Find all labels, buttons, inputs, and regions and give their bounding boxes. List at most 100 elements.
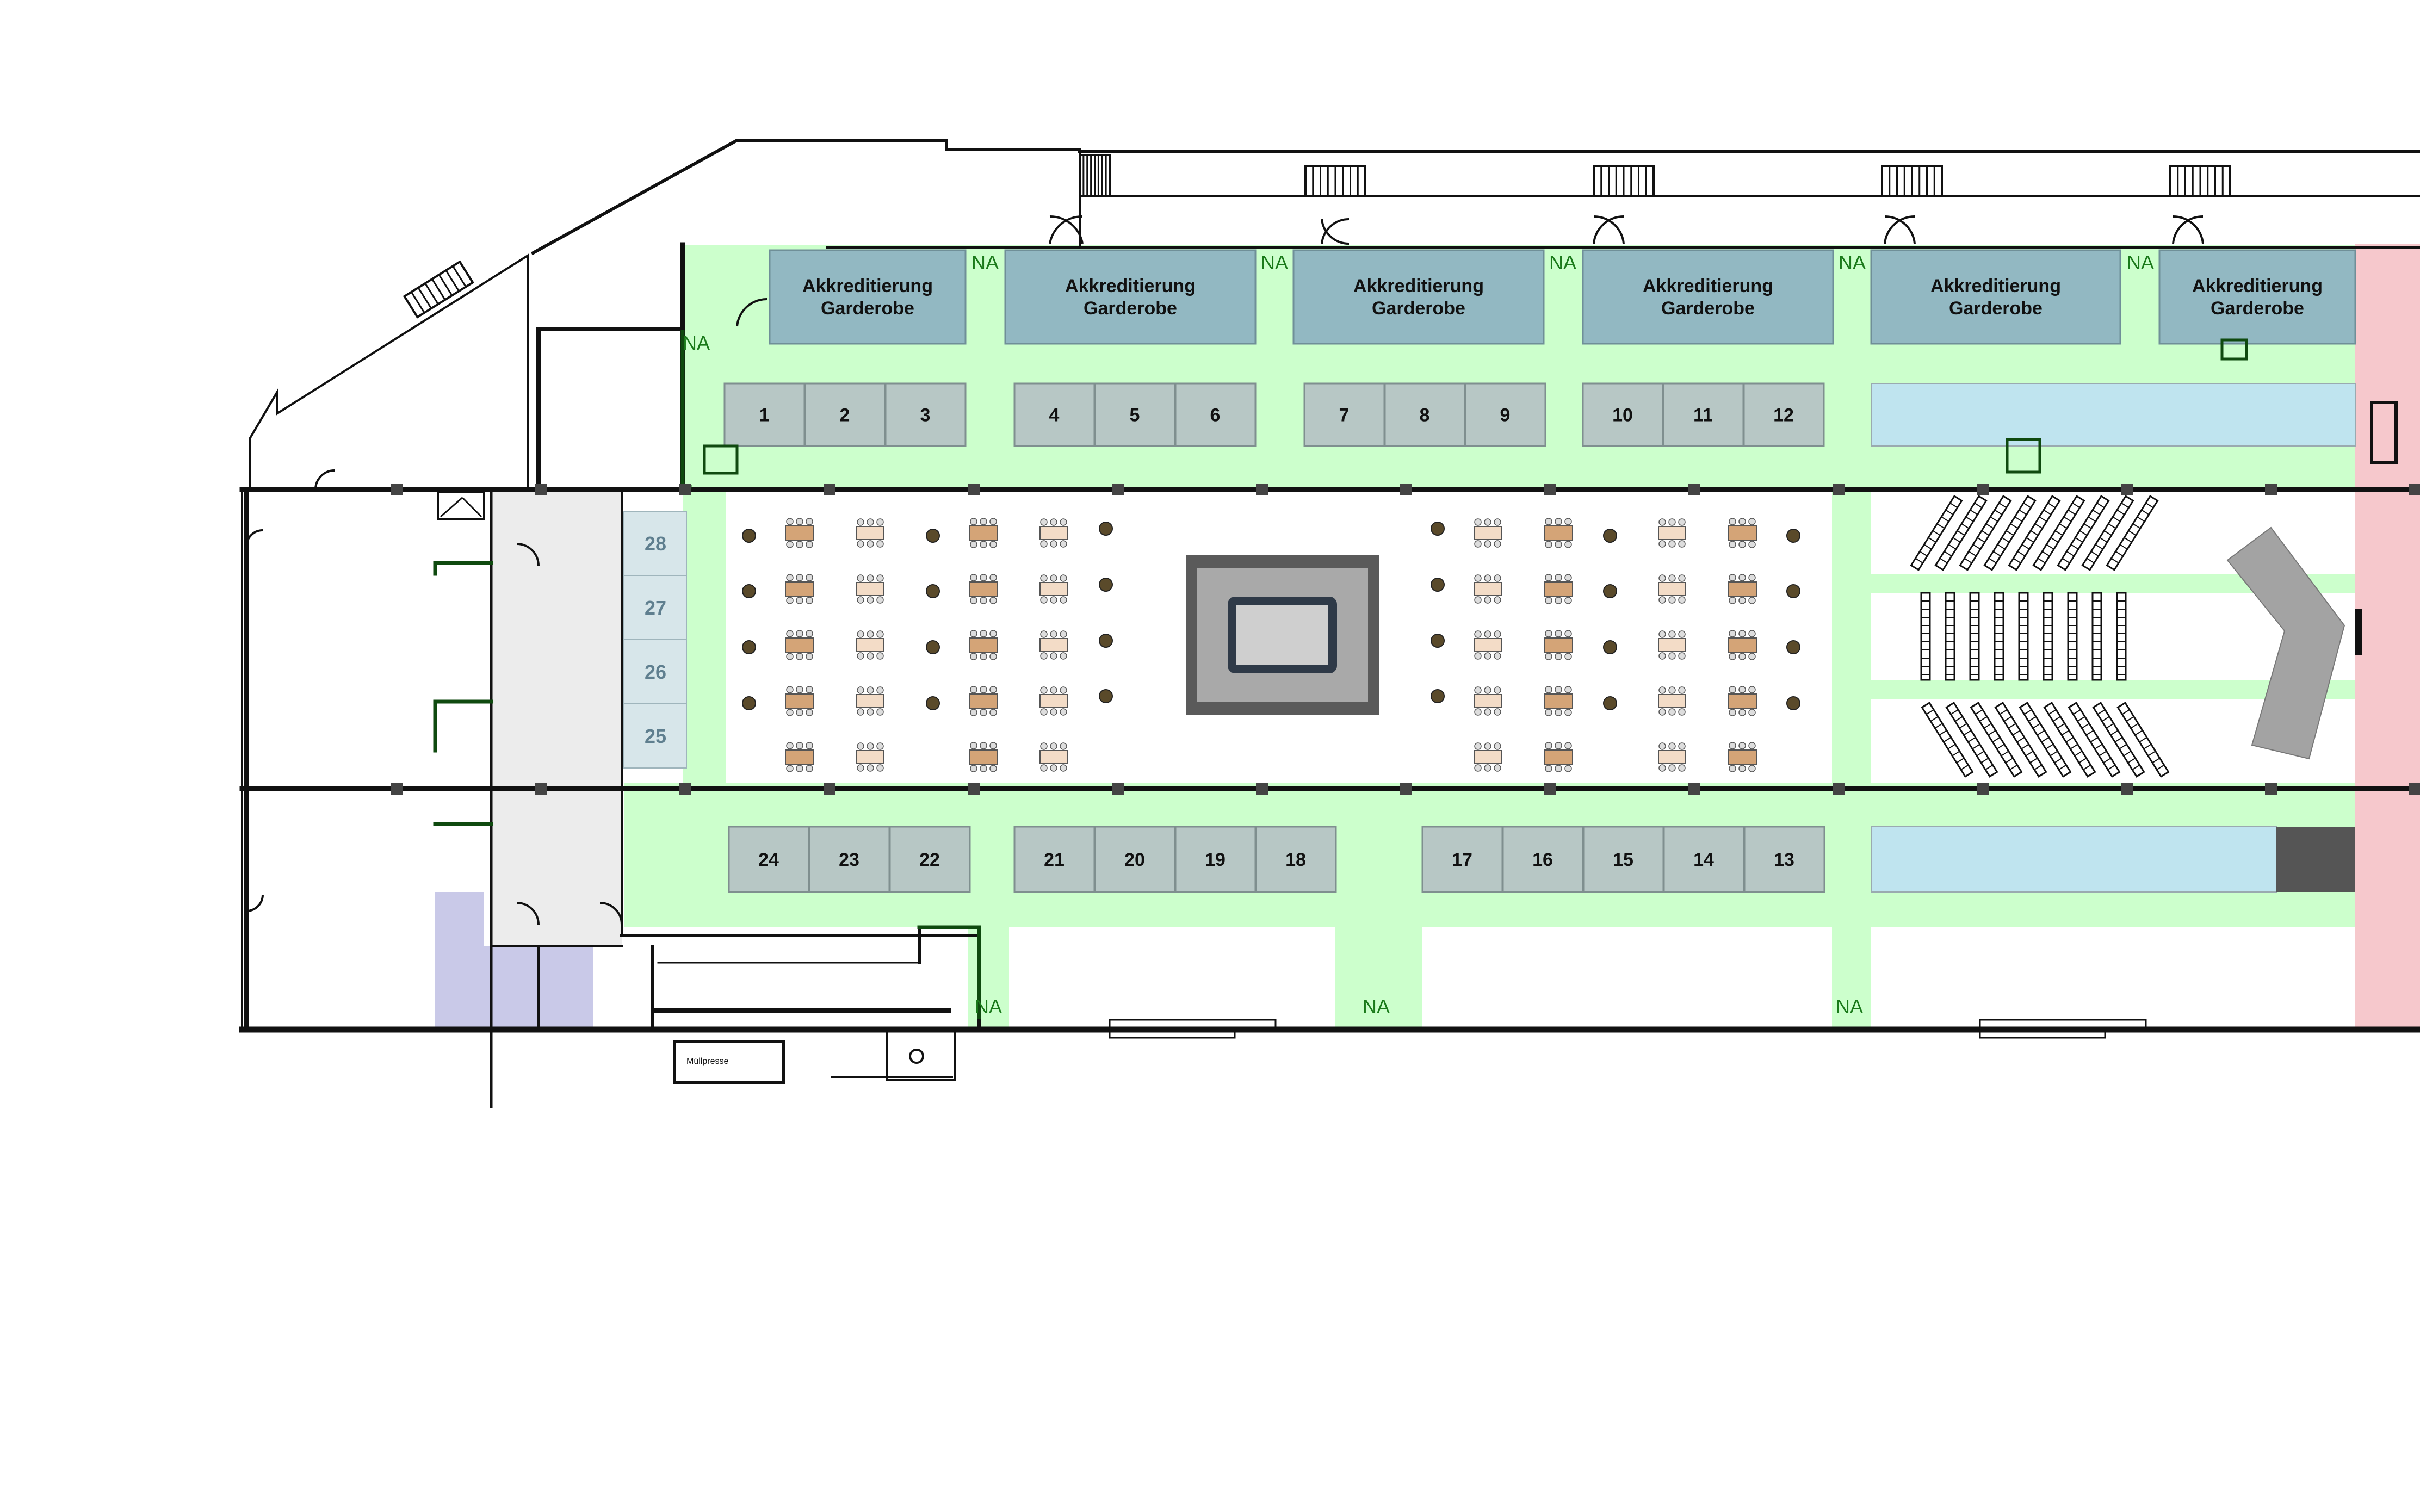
na-label: NA xyxy=(683,332,710,354)
stand-number: 21 xyxy=(1044,850,1064,870)
column xyxy=(679,484,691,495)
dining-table xyxy=(969,686,998,716)
stand-number: 6 xyxy=(1210,405,1221,426)
dining-table xyxy=(1728,574,1757,604)
side-stand[interactable]: 25 xyxy=(623,703,687,769)
stand[interactable]: 21 xyxy=(1013,826,1096,893)
stair xyxy=(403,260,474,319)
stand[interactable]: 20 xyxy=(1094,826,1176,893)
stand[interactable]: 11 xyxy=(1662,382,1744,447)
seat-row xyxy=(1969,592,1980,681)
stand[interactable]: 7 xyxy=(1303,382,1385,447)
dining-table xyxy=(1544,742,1573,772)
stand-number: 23 xyxy=(839,850,859,870)
side-stand[interactable]: 26 xyxy=(623,639,687,704)
stand[interactable]: 10 xyxy=(1582,382,1664,447)
stand[interactable]: 6 xyxy=(1174,382,1257,447)
column xyxy=(1833,484,1845,495)
column xyxy=(391,484,403,495)
dining-table xyxy=(1474,518,1502,548)
column xyxy=(1688,783,1700,795)
stair xyxy=(1079,154,1111,197)
column xyxy=(679,783,691,795)
dining-table xyxy=(1039,518,1068,548)
stand[interactable]: 18 xyxy=(1255,826,1337,893)
seat-row xyxy=(2043,592,2053,681)
booth-label-line2: Garderobe xyxy=(1661,298,1755,319)
seat-row xyxy=(1994,592,2004,681)
walls xyxy=(239,139,2420,1108)
dining-table xyxy=(1544,574,1573,604)
stand[interactable]: 5 xyxy=(1094,382,1176,447)
stand-number: 18 xyxy=(1285,850,1306,870)
seat-row xyxy=(2091,592,2102,681)
stand[interactable]: 9 xyxy=(1464,382,1546,447)
na-label: NA xyxy=(975,995,1002,1018)
dining-table xyxy=(1544,518,1573,548)
stand[interactable]: 1 xyxy=(723,382,806,447)
high-table xyxy=(1099,578,1113,592)
stage-strip xyxy=(2355,244,2420,1030)
high-table xyxy=(1099,522,1113,536)
dining-table xyxy=(785,742,814,772)
stand[interactable]: 2 xyxy=(804,382,886,447)
booth-label-line2: Garderobe xyxy=(1372,298,1465,319)
stand[interactable]: 19 xyxy=(1174,826,1257,893)
high-table xyxy=(1603,640,1617,654)
stair xyxy=(2169,165,2231,197)
stand-number: 25 xyxy=(645,725,666,747)
stand-number: 2 xyxy=(840,405,850,426)
stand[interactable]: 23 xyxy=(808,826,890,893)
stand-number: 8 xyxy=(1420,405,1430,426)
column xyxy=(2265,783,2277,795)
stand[interactable]: 12 xyxy=(1743,382,1825,447)
stand-number: 15 xyxy=(1613,850,1633,870)
stand-number: 13 xyxy=(1774,850,1794,870)
dining-table xyxy=(1658,686,1686,716)
stand[interactable]: 8 xyxy=(1384,382,1466,447)
dining-table xyxy=(856,742,884,772)
stand[interactable]: 3 xyxy=(884,382,967,447)
dark-block xyxy=(2276,827,2355,892)
column xyxy=(2409,783,2420,795)
lounge-bottom xyxy=(1871,826,2277,893)
stand[interactable]: 16 xyxy=(1502,826,1584,893)
seat-row xyxy=(1945,702,1998,778)
stand[interactable]: 13 xyxy=(1743,826,1825,893)
column xyxy=(1256,783,1268,795)
column xyxy=(2121,484,2133,495)
stand[interactable]: 15 xyxy=(1582,826,1664,893)
stand-number: 28 xyxy=(645,532,666,555)
high-table xyxy=(1603,529,1617,543)
stand[interactable]: 17 xyxy=(1421,826,1503,893)
dining-table xyxy=(969,630,998,660)
seat-row xyxy=(2043,702,2096,778)
stand-number: 7 xyxy=(1339,405,1350,426)
seat-row xyxy=(1983,495,2037,571)
booth-label-line1: Akkreditierung xyxy=(802,276,933,296)
stand[interactable]: 22 xyxy=(889,826,971,893)
seat-row xyxy=(2008,495,2061,571)
column xyxy=(1400,783,1412,795)
column xyxy=(1977,783,1989,795)
stand-number: 27 xyxy=(645,597,666,619)
seat-row xyxy=(2081,495,2134,571)
stand[interactable]: 4 xyxy=(1013,382,1096,447)
column xyxy=(391,783,403,795)
dining-table xyxy=(1658,630,1686,660)
side-stand[interactable]: 28 xyxy=(623,511,687,576)
seat-row xyxy=(2116,702,2170,778)
high-table xyxy=(1099,634,1113,648)
stand-number: 24 xyxy=(758,850,779,870)
stand[interactable]: 24 xyxy=(728,826,810,893)
stand[interactable]: 14 xyxy=(1663,826,1745,893)
dining-table xyxy=(1039,574,1068,604)
column xyxy=(968,484,980,495)
side-stand[interactable]: 27 xyxy=(623,575,687,640)
